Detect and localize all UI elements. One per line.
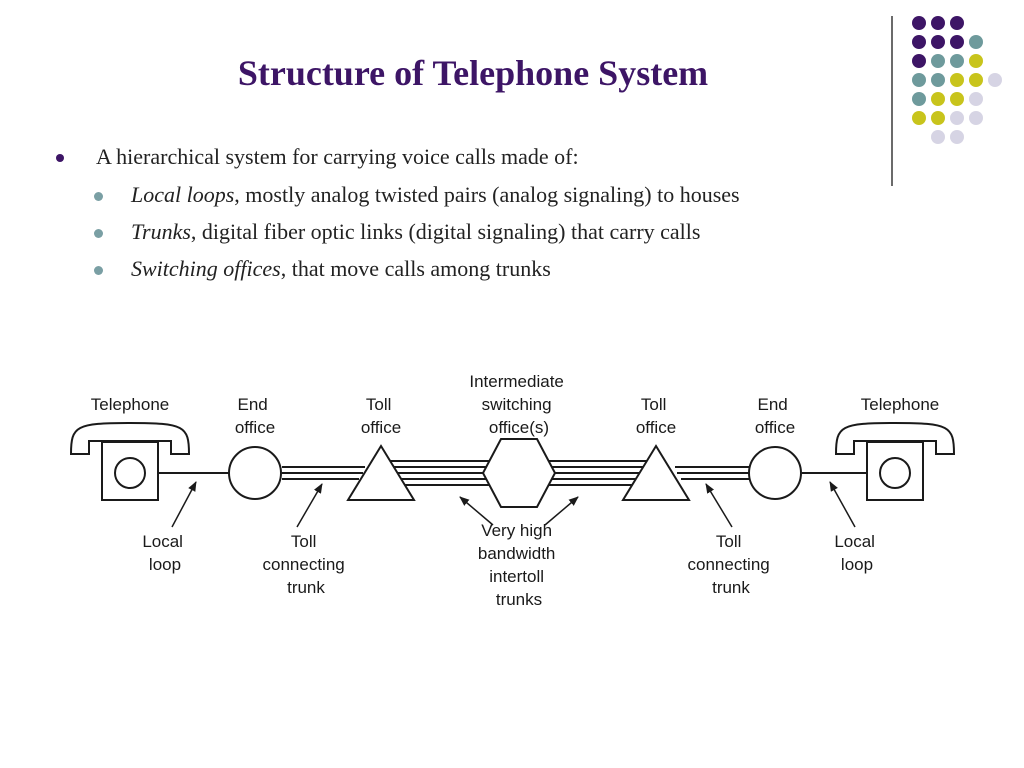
sub-bullet-local-loops: Local loops, mostly analog twisted pairs… — [94, 182, 740, 208]
end-office-node-left — [228, 446, 282, 500]
decorative-dot — [912, 92, 926, 106]
intermediate-switching-node — [481, 438, 557, 508]
decorative-dot — [931, 54, 945, 68]
decorative-dot — [969, 54, 983, 68]
label-telephone-right: Telephone — [861, 395, 939, 414]
label-intermediate-switching: Intermediate switching office(s) — [469, 372, 568, 437]
decorative-dot — [969, 111, 983, 125]
decorative-dot — [931, 92, 945, 106]
decorative-dot — [950, 54, 964, 68]
decorative-dot — [912, 16, 926, 30]
decorative-dot-grid — [912, 16, 1002, 144]
decorative-dot — [950, 130, 964, 144]
decorative-dot — [969, 92, 983, 106]
label-end-office-left: End office — [235, 395, 275, 437]
label-toll-office-right: Toll office — [636, 395, 676, 437]
decorative-dot — [912, 73, 926, 87]
sub-bullet-marker — [94, 192, 103, 201]
decorative-dot — [912, 35, 926, 49]
label-toll-connecting-trunk-left: Toll connecting trunk — [263, 532, 350, 597]
slide-title: Structure of Telephone System — [237, 53, 709, 93]
decorative-dot — [988, 73, 1002, 87]
decorative-dot — [931, 35, 945, 49]
decorative-dot — [969, 73, 983, 87]
sub-bullet-text: , digital fiber optic links (digital sig… — [190, 219, 701, 244]
toll-connecting-trunk-right — [675, 466, 749, 480]
telephone-icon — [69, 421, 191, 501]
label-telephone-left: Telephone — [91, 395, 169, 414]
decorative-dot — [931, 73, 945, 87]
decorative-dot — [950, 92, 964, 106]
label-local-loop-left: Local loop — [142, 532, 187, 574]
decorative-dot — [969, 35, 983, 49]
sub-bullet-marker — [94, 266, 103, 275]
telephone-hierarchy-diagram: Telephone End office Toll office Interme… — [69, 372, 956, 609]
decorative-dot — [950, 35, 964, 49]
toll-office-node-right — [621, 444, 691, 501]
decorative-dot — [950, 73, 964, 87]
label-toll-connecting-trunk-right: Toll connecting trunk — [688, 532, 775, 597]
decorative-dot — [950, 16, 964, 30]
sub-bullet-text: , that move calls among trunks — [280, 256, 551, 281]
decorative-dot — [931, 130, 945, 144]
label-intertoll-trunks: Very high bandwidth intertoll trunks — [478, 521, 560, 609]
label-toll-office-left: Toll office — [361, 395, 401, 437]
label-end-office-right: End office — [755, 395, 795, 437]
sub-bullet-marker — [94, 229, 103, 238]
sub-bullet-term: Trunks — [131, 219, 191, 244]
bullet-main-text: A hierarchical system for carrying voice… — [96, 144, 579, 169]
sub-bullet-switching-offices: Switching offices, that move calls among… — [94, 256, 551, 282]
decorative-dot — [912, 111, 926, 125]
decorative-dot — [931, 16, 945, 30]
decorative-dot — [931, 111, 945, 125]
decorative-dot — [912, 54, 926, 68]
pointer-arrows — [171, 481, 856, 528]
sub-bullet-text: , mostly analog twisted pairs (analog si… — [234, 182, 740, 207]
telephone-icon — [834, 421, 956, 501]
sub-bullet-trunks: Trunks, digital fiber optic links (digit… — [94, 219, 701, 245]
decorative-dot — [950, 111, 964, 125]
sub-bullet-term: Local loops — [131, 182, 235, 207]
sub-bullet-term: Switching offices — [131, 256, 281, 281]
bullet-marker — [56, 154, 64, 162]
toll-connecting-trunk-left — [282, 466, 365, 480]
toll-office-node-left — [346, 444, 416, 501]
label-local-loop-right: Local loop — [834, 532, 879, 574]
bullet-main: A hierarchical system for carrying voice… — [56, 144, 579, 170]
title-divider-line — [891, 16, 893, 186]
end-office-node-right — [748, 446, 802, 500]
